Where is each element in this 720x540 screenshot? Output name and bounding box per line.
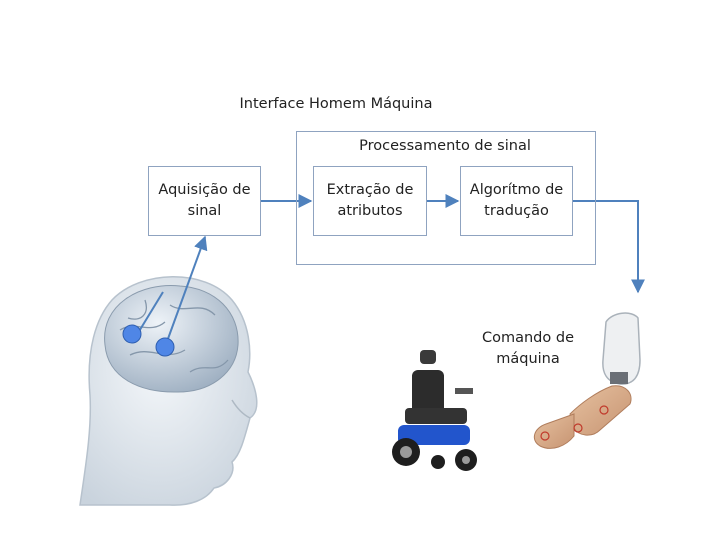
node-label-line: sinal — [187, 203, 222, 219]
arrow-translation-to-machine — [573, 200, 645, 294]
processing-group-label: Processamento de sinal — [359, 138, 531, 154]
brain-head-icon — [79, 276, 258, 506]
node-signal-acquisition: Aquisição de sinal — [148, 166, 261, 236]
signal-arrow-brain — [164, 235, 208, 348]
node-label-line: tradução — [484, 203, 549, 219]
wheelchair-icon — [392, 350, 477, 471]
robotic-arm-icon — [533, 312, 641, 449]
diagram-title: Interface Homem Máquina — [239, 96, 433, 112]
node-label-line: Extração de — [326, 182, 414, 198]
node-label-line: Aquisição de — [158, 182, 251, 198]
label-line: Comando de — [481, 330, 574, 346]
label-line: máquina — [496, 351, 560, 367]
processing-group-frame — [296, 131, 596, 265]
electrode-icon — [122, 324, 142, 344]
node-translation-algorithm: Algorítmo de tradução — [460, 166, 573, 236]
node-feature-extraction: Extração de atributos — [313, 166, 427, 236]
electrode-lead — [137, 291, 164, 334]
electrode-icon — [155, 337, 175, 357]
node-label-line: Algorítmo de — [469, 182, 564, 198]
node-label-line: atributos — [337, 203, 403, 219]
machine-command-label: Comando de máquina — [466, 328, 590, 370]
